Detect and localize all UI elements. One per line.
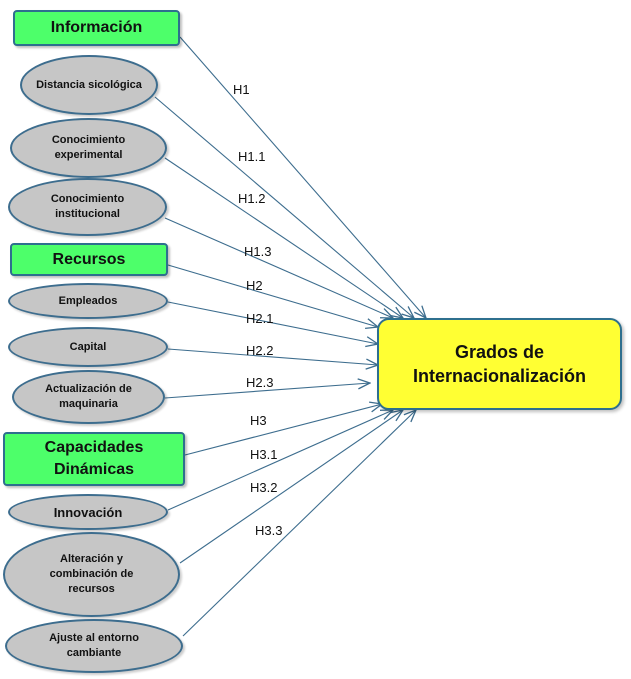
- arrow-h2: [167, 264, 378, 327]
- alteracion-ellipse: Alteración y combinación de recursos: [3, 532, 180, 617]
- conocimiento-institucional-ellipse: Conocimiento institucional: [8, 178, 167, 236]
- conocimiento-institucional-label: Conocimiento institucional: [50, 193, 125, 220]
- informacion-box: Información: [13, 10, 180, 46]
- hypothesis-h3-2: H3.2: [250, 480, 278, 495]
- hypothesis-h2: H2: [246, 278, 263, 293]
- actualizacion-label: Actualización de maquinaria: [45, 383, 132, 410]
- hypothesis-h2-2: H2.2: [246, 343, 274, 358]
- innovacion-label: Innovación: [53, 504, 123, 520]
- capacidades-box: Capacidades Dinámicas: [3, 432, 185, 486]
- hypothesis-h1: H1: [233, 82, 250, 97]
- empleados-label: Empleados: [58, 294, 118, 307]
- innovacion-ellipse: Innovación: [8, 494, 168, 530]
- capital-label: Capital: [69, 340, 107, 353]
- capital-ellipse: Capital: [8, 327, 168, 367]
- hypothesis-h1-3: H1.3: [244, 244, 272, 259]
- arrow-h1: [179, 36, 426, 318]
- arrow-h3-2: [179, 410, 403, 564]
- distancia-label: Distancia sicológica: [36, 78, 142, 91]
- ajuste-ellipse: Ajuste al entorno cambiante: [5, 619, 183, 673]
- arrow-h2-1: [167, 301, 378, 344]
- alteracion-label: Alteración y combinación de recursos: [49, 553, 134, 595]
- actualizacion-ellipse: Actualización de maquinaria: [12, 370, 165, 424]
- grados-internacionalizacion-label: Grados de Internacionalización: [412, 342, 587, 386]
- arrow-h2-2: [167, 348, 378, 365]
- hypothesis-h2-1: H2.1: [246, 311, 274, 326]
- recursos-label: Recursos: [52, 250, 126, 268]
- hypothesis-h3-1: H3.1: [250, 447, 278, 462]
- distancia-ellipse: Distancia sicológica: [20, 55, 158, 115]
- conocimiento-experimental-ellipse: Conocimiento experimental: [10, 118, 167, 178]
- arrow-h3: [184, 404, 382, 456]
- arrow-h1-1: [154, 96, 414, 318]
- ajuste-label: Ajuste al entorno cambiante: [49, 632, 139, 659]
- hypothesis-h3-3: H3.3: [255, 523, 283, 538]
- conocimiento-experimental-label: Conocimiento experimental: [51, 134, 126, 161]
- arrow-h3-1: [167, 410, 393, 511]
- arrow-h1-3: [164, 217, 393, 318]
- grados-internacionalizacion-box: Grados de Internacionalización: [377, 318, 622, 410]
- capacidades-label: Capacidades Dinámicas: [44, 439, 144, 478]
- hypothesis-h2-3: H2.3: [246, 375, 274, 390]
- arrow-h2-3: [164, 383, 370, 399]
- recursos-box: Recursos: [10, 243, 168, 276]
- hypothesis-h3: H3: [250, 413, 267, 428]
- hypothesis-h1-1: H1.1: [238, 149, 266, 164]
- arrow-h1-2: [164, 157, 403, 318]
- empleados-ellipse: Empleados: [8, 283, 168, 319]
- informacion-label: Información: [50, 19, 143, 36]
- hypothesis-h1-2: H1.2: [238, 191, 266, 206]
- arrow-h3-3: [182, 410, 416, 637]
